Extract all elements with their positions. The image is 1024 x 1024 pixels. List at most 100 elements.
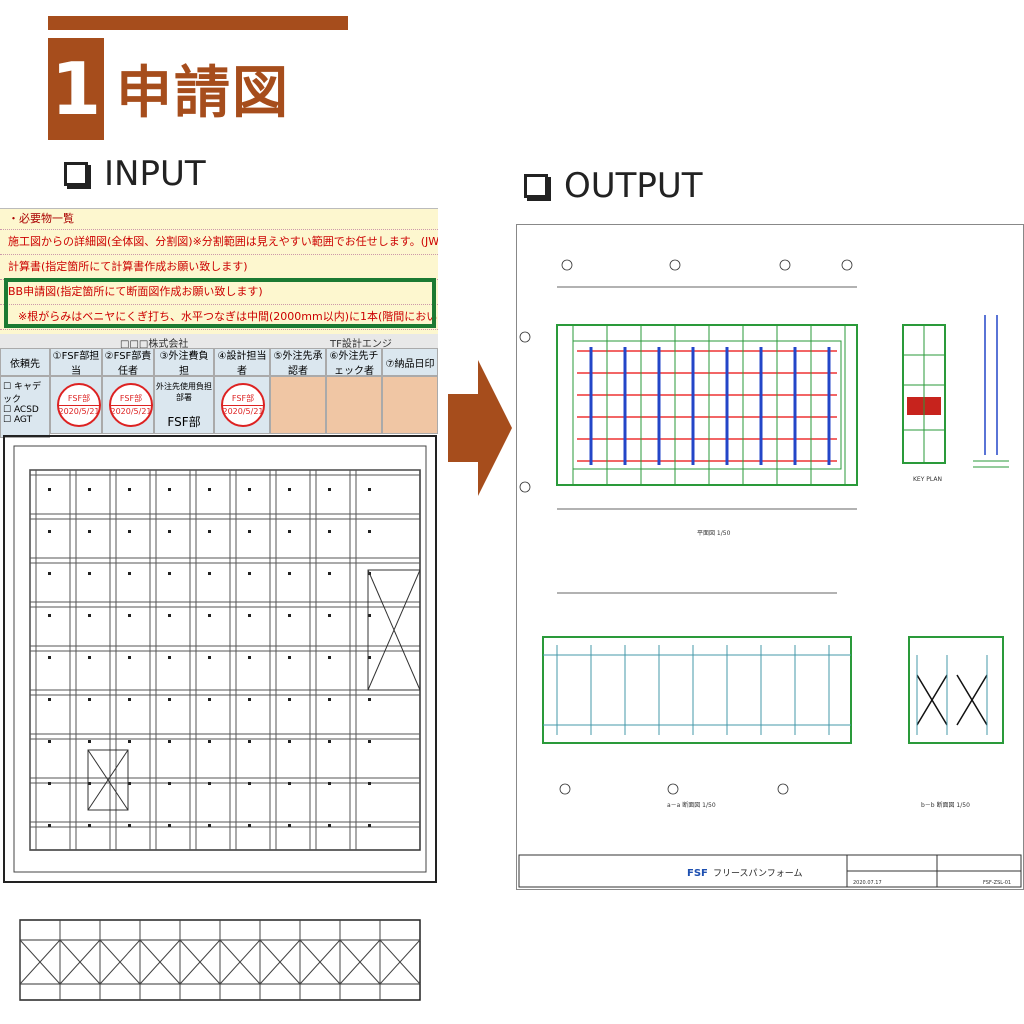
section-a-caption: a－a 断面図 1/50 <box>667 801 716 809</box>
cad-mark <box>48 614 51 617</box>
col-header: ⑦納品日印 <box>382 348 438 376</box>
cad-line <box>259 939 301 985</box>
cad-mark <box>88 614 91 617</box>
cad-mark <box>48 530 51 533</box>
input-cad-elevation <box>19 919 421 1001</box>
requirements-sheet: ・必要物一覧 施工図からの詳細図(全体図、分割図)※分割範囲は見えやすい範囲でお… <box>0 208 438 335</box>
cad-mark <box>288 656 291 659</box>
cad-mark <box>248 740 251 743</box>
cad-mark <box>208 572 211 575</box>
cad-line <box>299 939 341 985</box>
cad-mark <box>368 530 371 533</box>
cad-mark <box>208 656 211 659</box>
cad-mark <box>128 698 131 701</box>
cad-mark <box>328 824 331 827</box>
cad-mark <box>208 782 211 785</box>
cad-mark <box>128 782 131 785</box>
output-heading: OUTPUT <box>524 166 703 206</box>
option-item[interactable]: ☐ キャデック <box>3 382 41 405</box>
cad-mark <box>328 488 331 491</box>
cad-mark <box>208 614 211 617</box>
cad-line <box>99 939 141 985</box>
cad-mark <box>328 740 331 743</box>
cad-mark <box>248 572 251 575</box>
approval-table: 依頼先 ①FSF部担当 ②FSF部責任者 ③外注費負担 ④設計担当者 ⑤外注先承… <box>0 348 438 438</box>
drawing-date: 2020.07.17 <box>853 880 882 886</box>
cad-mark <box>248 782 251 785</box>
cad-line <box>139 939 181 985</box>
cad-mark <box>208 824 211 827</box>
section-b-caption: b－b 断面図 1/50 <box>921 801 970 809</box>
cad-mark <box>328 698 331 701</box>
cad-mark <box>128 530 131 533</box>
page-title: 申請図 <box>116 61 290 126</box>
cad-line <box>339 939 381 985</box>
cad-mark <box>88 698 91 701</box>
cad-line <box>379 939 421 985</box>
cad-mark <box>248 530 251 533</box>
cad-mark <box>48 488 51 491</box>
cad-mark <box>368 698 371 701</box>
cad-mark <box>208 740 211 743</box>
cad-mark <box>288 740 291 743</box>
input-label: INPUT <box>104 154 206 194</box>
cad-mark <box>248 656 251 659</box>
cad-mark <box>288 698 291 701</box>
cad-mark <box>248 488 251 491</box>
cad-mark <box>288 782 291 785</box>
cad-mark <box>368 488 371 491</box>
cad-line <box>59 939 101 985</box>
cad-mark <box>88 740 91 743</box>
cad-mark <box>168 656 171 659</box>
col-header: ⑥外注先チェック者 <box>326 348 382 377</box>
output-label: OUTPUT <box>564 166 703 206</box>
cad-mark <box>248 698 251 701</box>
cad-mark <box>248 824 251 827</box>
cad-mark <box>48 698 51 701</box>
cad-mark <box>48 782 51 785</box>
col-header: ③外注費負担 <box>154 348 214 377</box>
cad-mark <box>128 488 131 491</box>
cad-mark <box>88 488 91 491</box>
cad-mark <box>168 488 171 491</box>
drawing-number: FSF-ZSL-01 <box>983 880 1011 886</box>
cad-mark <box>328 614 331 617</box>
cad-mark <box>48 740 51 743</box>
option-item[interactable]: ☐ AGT <box>3 415 33 425</box>
cad-mark <box>288 614 291 617</box>
empty-cell <box>270 376 326 434</box>
cad-mark <box>368 614 371 617</box>
cad-mark <box>88 656 91 659</box>
cad-mark <box>168 698 171 701</box>
cad-mark <box>88 530 91 533</box>
cad-line <box>179 939 221 985</box>
cad-mark <box>208 530 211 533</box>
col-header: ①FSF部担当 <box>50 348 102 377</box>
input-cad-plan <box>3 435 437 883</box>
brand-logo: FSF <box>687 868 708 879</box>
highlight-box <box>4 278 436 328</box>
cad-mark <box>168 824 171 827</box>
cad-mark <box>48 572 51 575</box>
cad-mark <box>168 740 171 743</box>
section-number: 1 <box>48 38 104 140</box>
cad-mark <box>88 824 91 827</box>
burden-label: 外注先使用負担部署 <box>156 382 212 402</box>
cad-mark <box>88 572 91 575</box>
brand-name: フリースパンフォーム <box>713 868 802 879</box>
col-header: ②FSF部責任者 <box>102 348 154 377</box>
col-header: 依頼先 <box>0 348 50 376</box>
col-header: ④設計担当者 <box>214 348 270 377</box>
cad-mark <box>328 530 331 533</box>
input-heading: INPUT <box>64 154 206 194</box>
cad-mark <box>128 824 131 827</box>
cad-line <box>219 939 261 985</box>
requirements-heading: ・必要物一覧 <box>0 209 438 230</box>
option-item[interactable]: ☐ ACSD <box>3 405 39 415</box>
empty-cell <box>326 376 382 434</box>
